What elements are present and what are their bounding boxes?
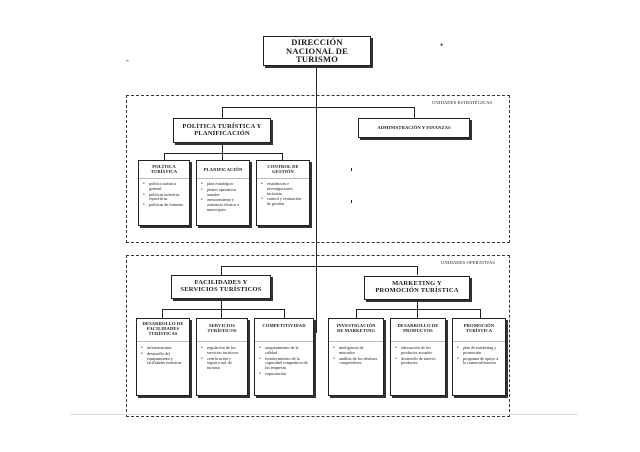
policy-stem xyxy=(222,143,223,153)
list-item: políticas turísticas específicas xyxy=(143,192,186,203)
facilities-child-1-title: DESARROLLO DE FACILIDADES TURÍSTICAS xyxy=(142,321,184,336)
strategic-child-3-divider xyxy=(257,178,309,179)
policy-box: POLÍTICA TURÍSTICA Y PLANIFICACIÓN xyxy=(173,118,271,143)
sc-drop-3 xyxy=(282,153,283,160)
strategic-child-1: POLÍTICA TURÍSTICA política turística ge… xyxy=(138,160,190,226)
strategic-child-1-divider xyxy=(139,178,189,179)
tick-mark-1 xyxy=(351,168,352,171)
sc-drop-1 xyxy=(164,153,165,160)
admin-box: ADMINISTRACIÓN Y FINANZAS xyxy=(358,118,470,138)
strategic-child-1-items: política turística general políticas tur… xyxy=(139,179,189,209)
top-box: DIRECCIÓN NACIONAL DE TURISMO xyxy=(263,36,371,66)
facilities-child-3-items: aseguramiento de la calidad fortalecimie… xyxy=(255,342,313,378)
strategic-child-3-title: CONTROL DE GESTIÓN xyxy=(267,164,299,174)
facilities-box: FACILIDADES Y SERVICIOS TURÍSTICOS xyxy=(171,275,271,299)
operative-label: UNIDADES OPERATIVAS xyxy=(441,260,496,265)
strategic-child-2-items: plan estratégico planes operativos anual… xyxy=(197,179,249,213)
list-item: fortalecimiento de la capacidad competit… xyxy=(259,356,310,371)
list-item: análisis de los destinos competidores xyxy=(333,356,380,367)
tick-mark-2 xyxy=(351,200,352,203)
strategic-region xyxy=(126,95,510,243)
top-title: DIRECCIÓN NACIONAL DE TURISMO xyxy=(286,36,348,65)
list-item: plan estratégico xyxy=(201,181,246,187)
marketing-child-3-title: PROMOCIÓN TURÍSTICA xyxy=(463,323,495,333)
list-item: políticas de fomento xyxy=(143,202,186,208)
mc-drop-2 xyxy=(417,309,418,318)
stray-mark-right: • xyxy=(440,40,444,50)
list-item: desarrollo del equipamiento y facilidade… xyxy=(141,351,186,366)
marketing-child-1-divider xyxy=(329,341,383,342)
marketing-child-2-title: DESARROLLO DE PRODUCTOS xyxy=(397,323,439,333)
operative-region xyxy=(126,255,510,417)
facilities-stem xyxy=(221,299,222,309)
facilities-child-2-divider xyxy=(197,341,247,342)
list-item: adecuación de los productos actuales xyxy=(395,345,442,356)
list-item: infraestructura xyxy=(141,345,186,351)
marketing-child-1-title: INVESTIGACIÓN DE MARKETING xyxy=(336,323,376,333)
sc-drop-2 xyxy=(222,153,223,160)
marketing-child-1-items: inteligencia de mercados análisis de los… xyxy=(329,342,383,366)
facilities-title: FACILIDADES Y SERVICIOS TURÍSTICOS xyxy=(180,279,262,293)
marketing-child-3-divider xyxy=(453,341,505,342)
facilities-child-2-title: SERVICIOS TURÍSTICOS xyxy=(207,323,237,333)
list-item: aseguramiento de la calidad xyxy=(259,345,310,356)
list-item: desarrollo de nuevos productos xyxy=(395,356,442,367)
facilities-child-2: SERVICIOS TURÍSTICOS regulación de los s… xyxy=(196,318,248,396)
strategic-child-3: CONTROL DE GESTIÓN estadísticas e invest… xyxy=(256,160,310,226)
list-item: programa de apoyo a la comercialización xyxy=(457,356,502,367)
marketing-title: MARKETING Y PROMOCIÓN TURÍSTICA xyxy=(375,280,459,294)
strategic-children-h xyxy=(164,153,282,154)
facilities-child-2-items: regulación de los servicios turísticos c… xyxy=(197,342,247,371)
strategic-left-drop xyxy=(222,107,223,118)
list-item: regulación de los servicios turísticos xyxy=(201,345,244,356)
marketing-child-2: DESARROLLO DE PRODUCTOS adecuación de lo… xyxy=(390,318,446,396)
list-item: plan de marketing y promoción xyxy=(457,345,502,356)
list-item: control y evaluación de gestión xyxy=(261,197,306,207)
marketing-child-2-items: adecuación de los productos actuales des… xyxy=(391,342,445,366)
fc-h xyxy=(162,309,284,310)
marketing-child-3-items: plan de marketing y promoción programa d… xyxy=(453,342,505,366)
list-item: política turística general xyxy=(143,181,186,192)
strategic-child-1-title: POLÍTICA TURÍSTICA xyxy=(150,164,178,174)
operative-left-drop xyxy=(221,266,222,275)
operative-right-drop xyxy=(417,266,418,275)
strategic-child-2: PLANIFICACIÓN plan estratégico planes op… xyxy=(196,160,250,226)
marketing-box: MARKETING Y PROMOCIÓN TURÍSTICA xyxy=(364,276,470,300)
strategic-right-drop xyxy=(414,107,415,118)
strategic-child-2-divider xyxy=(197,178,249,179)
admin-title: ADMINISTRACIÓN Y FINANZAS xyxy=(377,124,451,130)
facilities-child-1-divider xyxy=(137,341,189,342)
facilities-child-3-divider xyxy=(255,341,313,342)
page-rule xyxy=(70,414,578,415)
strategic-label: UNIDADES ESTRATÉGICAS xyxy=(432,100,493,105)
facilities-child-1: DESARROLLO DE FACILIDADES TURÍSTICAS inf… xyxy=(136,318,190,396)
mc-h xyxy=(356,309,480,310)
list-item: estadísticas e investigaciones turística… xyxy=(261,181,306,196)
marketing-child-2-divider xyxy=(391,341,445,342)
stray-mark-left: - xyxy=(126,55,129,65)
fc-drop-1 xyxy=(162,309,163,318)
facilities-child-3: COMPETITIVIDAD aseguramiento de la calid… xyxy=(254,318,314,396)
list-item: inteligencia de mercados xyxy=(333,345,380,356)
mc-drop-1 xyxy=(356,309,357,318)
marketing-child-1: INVESTIGACIÓN DE MARKETING inteligencia … xyxy=(328,318,384,396)
facilities-child-1-items: infraestructura desarrollo del equipamie… xyxy=(137,342,189,366)
list-item: planes operativos anuales xyxy=(201,187,246,198)
trunk-line xyxy=(316,68,317,333)
facilities-child-3-title: COMPETITIVIDAD xyxy=(262,323,306,328)
mc-drop-3 xyxy=(480,309,481,318)
strategic-child-3-items: estadísticas e investigaciones turística… xyxy=(257,179,309,207)
operative-h-line xyxy=(221,266,417,267)
list-item: capacitación xyxy=(259,371,310,377)
strategic-child-2-title: PLANIFICACIÓN xyxy=(203,167,243,172)
fc-drop-3 xyxy=(284,309,285,318)
marketing-stem xyxy=(417,300,418,309)
strategic-h-line xyxy=(222,107,414,108)
marketing-child-3: PROMOCIÓN TURÍSTICA plan de marketing y … xyxy=(452,318,506,396)
policy-title: POLÍTICA TURÍSTICA Y PLANIFICACIÓN xyxy=(182,122,262,137)
list-item: asesoramiento y asistencia técnica a mun… xyxy=(201,197,246,212)
fc-drop-2 xyxy=(221,309,222,318)
list-item: certificación y registro nal. de turismo xyxy=(201,356,244,371)
